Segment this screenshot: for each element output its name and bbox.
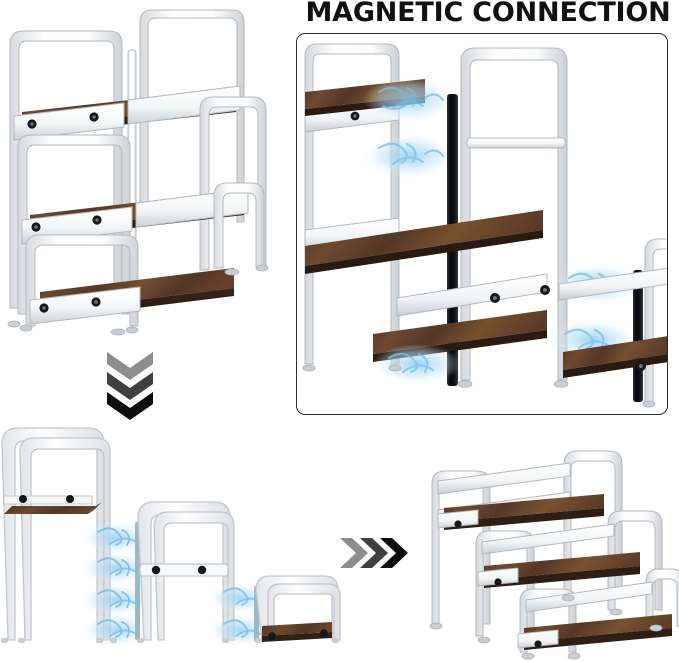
shelf-rail-bottom: [29, 286, 141, 325]
magnet-dots-middle: [31, 215, 102, 232]
detail-center-frame: [460, 47, 568, 381]
stair-tier-1-rail: [437, 509, 479, 529]
magnetic-field-effect-e: [373, 344, 461, 384]
chevron-right-icon: [340, 538, 408, 568]
chevron-right-indicator: [336, 528, 414, 578]
shelf-rail-top: [13, 85, 241, 141]
module-tall-magnet-dots: [19, 495, 74, 503]
magnet-strip-2: [633, 270, 643, 402]
module-tall-shelf: [3, 495, 102, 514]
module-short-shelf: [262, 622, 332, 642]
module-medium: [137, 501, 235, 641]
detail-feet: [302, 364, 656, 408]
detail-shelf-upper: [305, 210, 543, 274]
detail-magnet-dots-upper: [490, 285, 550, 303]
detail-shelf-right: [563, 336, 667, 378]
detail-shelf-rail-upper: [396, 273, 548, 317]
modules-feet: [1, 638, 339, 643]
stair-tier-3-shelf: [524, 614, 672, 650]
magnet-dots-top: [27, 112, 99, 129]
magnetic-field-effect-b: [363, 134, 455, 178]
stair-tier-2-magnet-dots: [494, 578, 502, 586]
panel-magnetic-connection-detail: [296, 33, 668, 415]
module-medium-magnet-dots: [151, 565, 207, 575]
stair-tier-2-shelf: [484, 552, 640, 588]
stair-tier-3-magnet-dots: [534, 640, 542, 648]
panel-assembled-rack-front: [0, 0, 290, 340]
magnet-dots-bottom: [39, 297, 101, 313]
detail-magnet-dots-right: [636, 361, 646, 371]
panel-separated-modules: [0, 418, 341, 661]
stair-tier-1-magnet-dots: [454, 520, 462, 528]
stair-tier-2-frame: [475, 510, 663, 637]
detail-left-magnet-dots: [350, 111, 360, 121]
page-title: MAGNETIC CONNECTION: [305, 0, 671, 28]
detail-right-frame: [558, 238, 667, 403]
magnetic-field-effect-a: [363, 78, 455, 122]
stair-tier-2-rail: [477, 567, 519, 587]
chevron-down-icon: [107, 352, 153, 420]
rack-frame-front-tall: [9, 30, 123, 309]
rack-feet: [7, 264, 269, 336]
module-short-magnet-dots: [268, 629, 328, 640]
stair-feet: [429, 594, 663, 660]
stair-tier-3-rail: [517, 629, 559, 649]
chevron-down-indicator: [95, 348, 165, 420]
rack-frame-back: [127, 9, 245, 291]
field-between-tall-medium: [82, 522, 150, 646]
rack-frame-bottom: [25, 182, 265, 327]
stair-tier-1-shelf: [444, 494, 604, 530]
panel-assembled-staircase: [418, 436, 679, 661]
module-tall: [1, 427, 111, 641]
module-medium-magnet-strip: [135, 522, 140, 640]
